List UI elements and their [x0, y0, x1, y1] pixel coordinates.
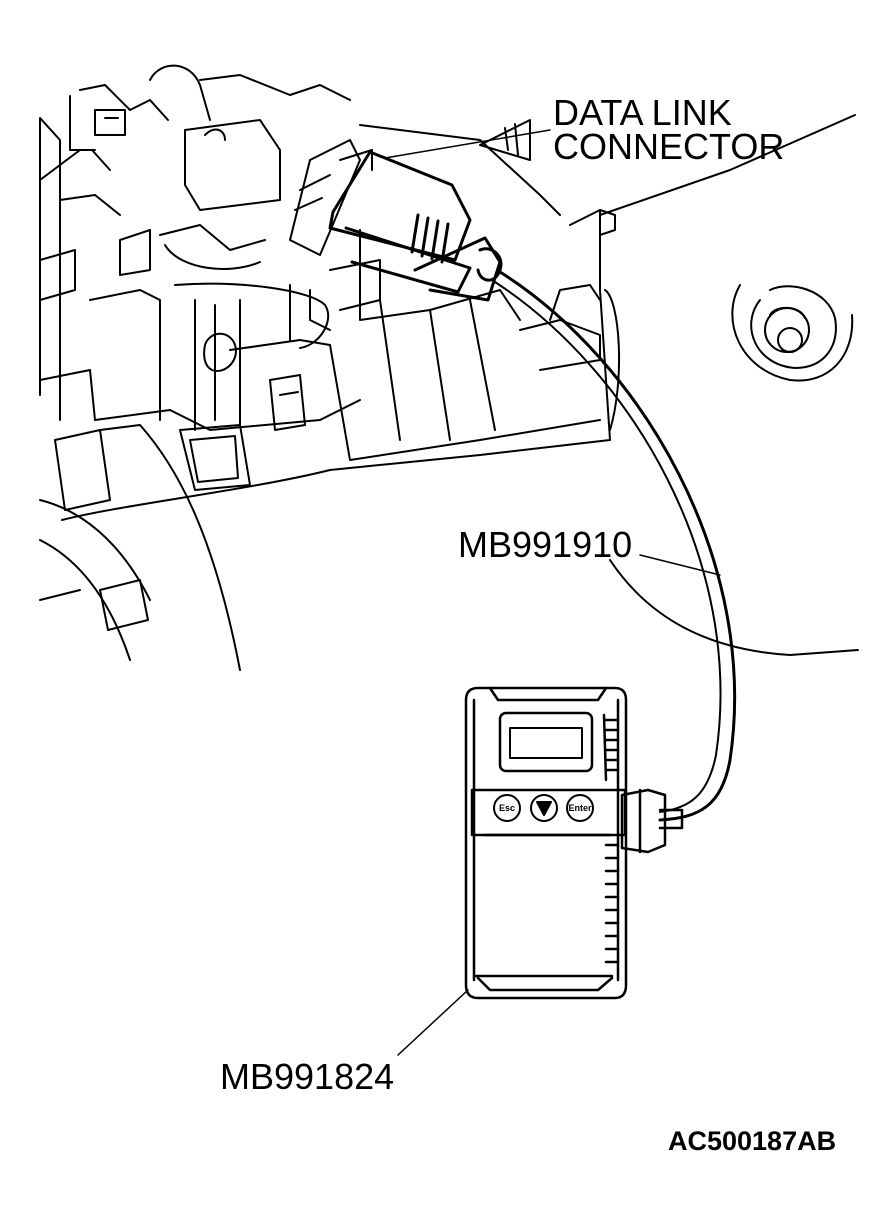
tool-part-number-label: MB991824 — [220, 1056, 395, 1097]
esc-key — [493, 794, 521, 822]
cable-part-number-label: MB991910 — [458, 524, 633, 565]
cable — [494, 270, 737, 822]
scan-tool-body — [464, 686, 684, 1000]
data-link-connector-label-line2: CONNECTOR — [553, 126, 785, 167]
down-arrow-key — [530, 794, 558, 822]
leader-line-cable — [639, 554, 721, 576]
figure-code: AC500187AB — [668, 1126, 837, 1156]
leader-line-connector — [384, 129, 551, 159]
data-link-connector — [289, 139, 373, 256]
enter-key-label: Enter — [568, 803, 592, 813]
scan-tool-display — [498, 711, 594, 773]
esc-key-label: Esc — [499, 803, 515, 813]
data-link-connector-label: DATA LINK CONNECTOR — [553, 92, 785, 167]
leader-line-tool — [397, 989, 469, 1056]
data-link-connector-label-line1: DATA LINK — [553, 92, 732, 133]
dashboard-structure — [39, 64, 859, 671]
obd-plug — [328, 150, 503, 302]
enter-key — [566, 794, 594, 822]
